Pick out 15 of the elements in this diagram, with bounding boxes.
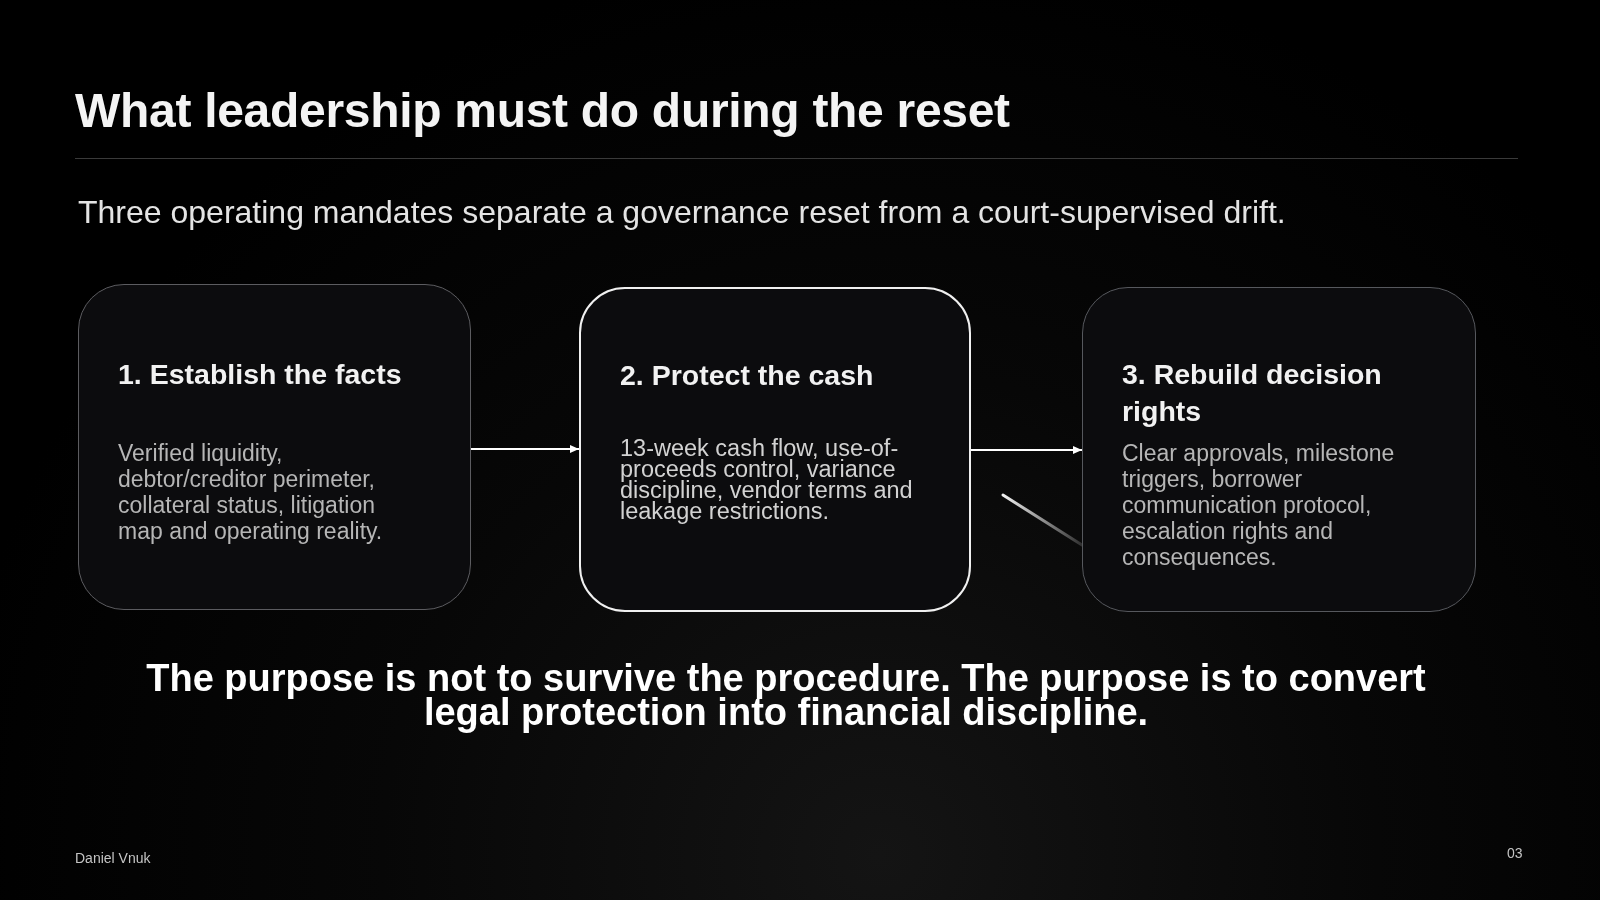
arrow	[970, 446, 1083, 454]
author-name: Daniel Vnuk	[75, 850, 151, 867]
step-card	[78, 284, 471, 610]
arrow	[470, 445, 580, 453]
page-number: 03	[1507, 845, 1523, 862]
slide-title: What leadership must do during the reset	[75, 84, 1010, 138]
subtitle-text: Three operating mandates separate a governance reset from a court-supervised drift.	[78, 193, 1286, 231]
step-description: Verified liquidity, debtor/creditor perimeter, collateral status, litigation map and operating reality.	[118, 440, 384, 544]
step-card	[1082, 287, 1476, 612]
step-card	[579, 287, 971, 612]
step-heading: 1. Establish the facts	[118, 357, 403, 392]
step-description: Clear approvals, milestone triggers, borrower communication protocol, escalation rights and consequences.	[1122, 440, 1396, 570]
step-heading: 3. Rebuild decision rights	[1122, 357, 1383, 429]
step-heading: 2. Protect the cash	[620, 358, 875, 393]
step-description: 13-week cash flow, use-of-proceeds control, variance discipline, vendor terms and leakage restrictions.	[620, 438, 914, 522]
